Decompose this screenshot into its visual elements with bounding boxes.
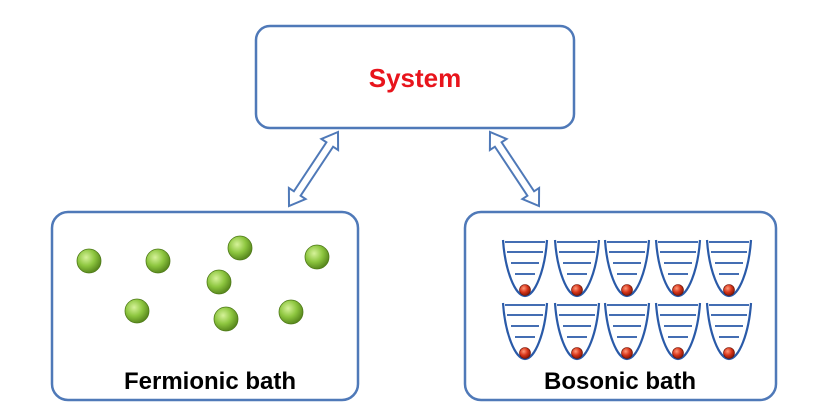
harmonic-well-icon: [501, 302, 549, 361]
fermion-particle-icon: [227, 235, 253, 261]
fermion-particle-icon: [76, 248, 102, 274]
harmonic-well-icon: [705, 302, 753, 361]
boson-particle-icon: [571, 347, 583, 359]
well-curve: [654, 239, 702, 298]
boson-particle-icon: [672, 284, 684, 296]
well-curve: [654, 302, 702, 361]
harmonic-well-icon: [705, 239, 753, 298]
fermionic-bath-label: Fermionic bath: [124, 368, 296, 395]
double-arrow-icon: [287, 130, 340, 208]
boson-particle-icon: [723, 347, 735, 359]
fermion-particle-icon: [278, 299, 304, 325]
well-curve: [705, 239, 753, 298]
fermionic-bath-frame: [50, 210, 360, 402]
well-curve: [553, 302, 601, 361]
well-curve: [603, 302, 651, 361]
harmonic-well-icon: [553, 302, 601, 361]
double-arrow-icon: [488, 130, 541, 208]
well-curve: [501, 239, 549, 298]
double-arrow-shape: [287, 130, 340, 208]
fermion-particle-icon: [206, 269, 232, 295]
boson-particle-icon: [519, 284, 531, 296]
harmonic-well-icon: [654, 302, 702, 361]
well-curve: [705, 302, 753, 361]
double-arrow-shape: [488, 130, 541, 208]
system-box-frame: [254, 24, 576, 130]
well-curve: [603, 239, 651, 298]
fermion-particle-icon: [304, 244, 330, 270]
fermionic-bath-box: Fermionic bath: [50, 210, 360, 402]
boson-particle-icon: [723, 284, 735, 296]
harmonic-well-icon: [553, 239, 601, 298]
bosonic-bath-label: Bosonic bath: [544, 368, 696, 395]
boson-particle-icon: [672, 347, 684, 359]
well-curve: [553, 239, 601, 298]
harmonic-well-icon: [501, 239, 549, 298]
boson-particle-icon: [621, 284, 633, 296]
system-label: System: [369, 63, 462, 93]
boson-particle-icon: [621, 347, 633, 359]
boson-particle-icon: [571, 284, 583, 296]
fermion-particles: [76, 235, 330, 332]
harmonic-wells: [501, 239, 753, 361]
fermion-particle-icon: [213, 306, 239, 332]
system-box: System: [254, 24, 576, 130]
harmonic-well-icon: [654, 239, 702, 298]
harmonic-well-icon: [603, 302, 651, 361]
harmonic-well-icon: [603, 239, 651, 298]
boson-particle-icon: [519, 347, 531, 359]
fermion-particle-icon: [124, 298, 150, 324]
well-curve: [501, 302, 549, 361]
bosonic-bath-box: Bosonic bath: [463, 210, 778, 402]
fermion-particle-icon: [145, 248, 171, 274]
